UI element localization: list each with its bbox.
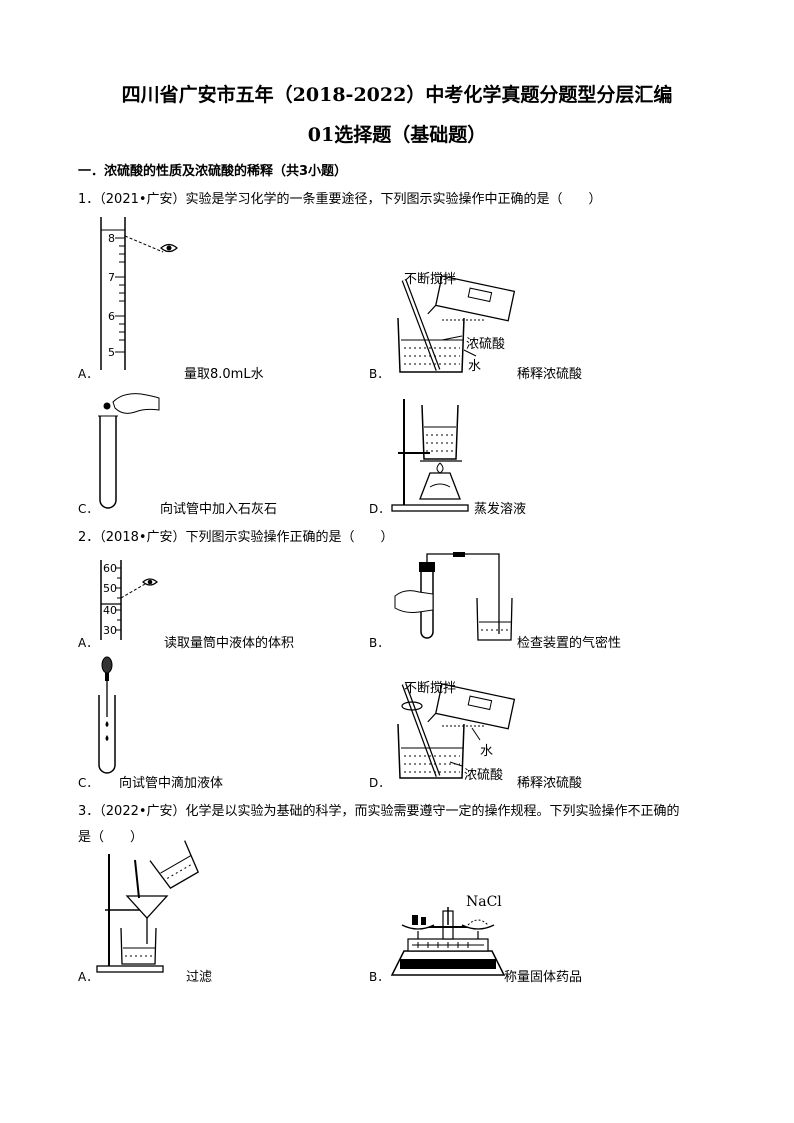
q2-option-c-caption: 向试管中滴加液体 [119, 776, 224, 791]
q3-option-b-caption: 称量固体药品 [504, 970, 583, 985]
q1-option-a-caption: 量取8.0mL水 [184, 367, 264, 382]
q1-a-cylinder-figure: 8 7 6 5 [100, 217, 178, 370]
q2-option-a-caption: 读取量筒中液体的体积 [164, 636, 295, 651]
q2-option-b-caption: 检查装置的气密性 [517, 636, 622, 651]
q3-b-label-nacl: NaCl [466, 894, 502, 910]
q2-a-cylinder-figure: 60 50 40 30 [100, 560, 158, 640]
q2-d-dilution-figure [397, 683, 516, 779]
document-title: 四川省广安市五年（2018-2022）中考化学真题分题型分层汇编 [121, 84, 673, 106]
question-2-stem: 2．（2018•广安）下列图示实验操作正确的是（ ） [78, 530, 394, 545]
q1-b-label-water: 水 [468, 359, 482, 374]
q1-option-a-letter: A． [78, 367, 99, 381]
q3-b-balance-figure [390, 907, 506, 976]
q1-a-tick-5: 5 [108, 346, 115, 359]
q1-option-d-caption: 蒸发溶液 [474, 502, 527, 517]
q2-d-label-acid: 浓硫酸 [464, 768, 504, 783]
q1-b-label-stir: 不断搅拌 [404, 272, 457, 287]
q1-c-testtube-figure [98, 393, 160, 509]
q1-a-tick-6: 6 [108, 310, 115, 323]
hand-icon [112, 393, 160, 414]
eye-icon [142, 578, 158, 586]
q1-option-b-caption: 稀释浓硫酸 [517, 367, 583, 382]
q2-option-b-letter: B． [369, 636, 390, 650]
q1-option-b-letter: B． [369, 367, 390, 381]
q1-d-evaporation-figure [391, 399, 469, 512]
weight-icon [421, 917, 426, 925]
q2-a-tick-40: 40 [103, 604, 117, 617]
q2-option-d-letter: D． [369, 776, 391, 790]
q1-b-dilution-figure [397, 275, 516, 373]
document-subtitle: 01选择题（基础题） [307, 124, 487, 146]
q2-d-label-water: 水 [480, 744, 494, 759]
q1-b-label-acid: 浓硫酸 [466, 337, 506, 352]
q2-a-tick-30: 30 [103, 624, 117, 637]
q2-option-a-letter: A． [78, 636, 99, 650]
limestone-icon [103, 402, 111, 410]
q2-d-label-stir: 不断搅拌 [404, 681, 457, 696]
q2-a-tick-50: 50 [103, 582, 117, 595]
q3-option-a-caption: 过滤 [186, 970, 213, 985]
q1-option-c-letter: C． [78, 502, 99, 516]
q1-option-d-letter: D． [369, 502, 391, 516]
hand-icon [394, 590, 434, 613]
q1-a-tick-8: 8 [108, 232, 115, 245]
weight-icon [412, 915, 418, 925]
q1-a-tick-7: 7 [108, 271, 115, 284]
q2-c-dropper-figure [98, 656, 116, 774]
eye-icon [160, 243, 178, 253]
dropper-icon [101, 656, 113, 674]
q1-option-c-caption: 向试管中加入石灰石 [160, 502, 278, 517]
question-3-stem-line2: 是（ ） [78, 830, 144, 845]
q2-a-tick-60: 60 [103, 562, 117, 575]
q3-a-filtration-figure [96, 840, 200, 973]
alcohol-lamp-icon [419, 472, 461, 500]
q2-option-d-caption: 稀释浓硫酸 [517, 776, 583, 791]
q2-b-airtightness-figure [394, 552, 513, 641]
question-3-stem-line1: 3．（2022•广安）化学是以实验为基础的科学，而实验需要遵守一定的操作规程。下… [78, 804, 680, 819]
section-heading: 一．浓硫酸的性质及浓硫酸的稀释（共3小题） [78, 164, 348, 179]
q2-option-c-letter: C． [78, 776, 99, 790]
question-1-stem: 1．（2021•广安）实验是学习化学的一条重要途径，下列图示实验操作中正确的是（… [78, 192, 602, 207]
funnel-icon [125, 895, 169, 919]
q3-option-b-letter: B． [369, 970, 390, 984]
q3-option-a-letter: A． [78, 970, 99, 984]
